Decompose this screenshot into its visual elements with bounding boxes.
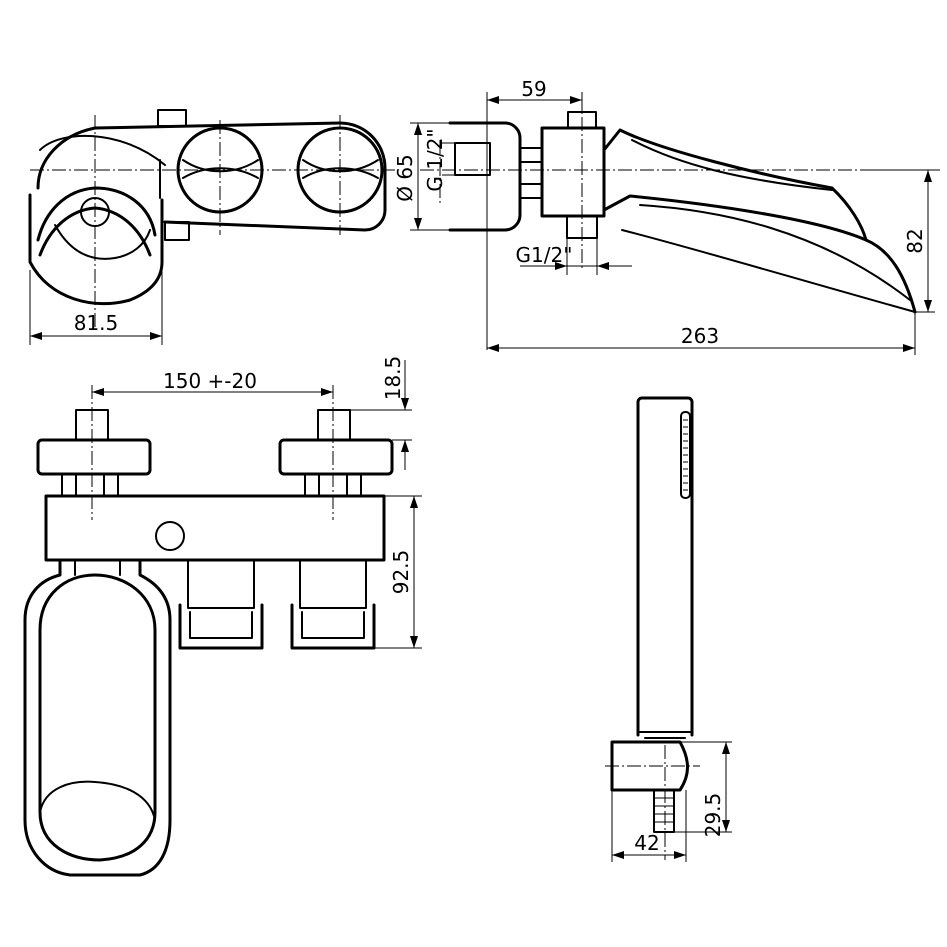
side-view: 59 Ø 65 G 1/2" G1/2" 82 263 — [393, 77, 940, 355]
dim-front-connector: 18.5 — [381, 356, 405, 401]
dim-side-diameter: Ø 65 — [393, 154, 417, 202]
dim-shower-base-width: 42 — [634, 831, 659, 855]
dim-top-view-width: 81.5 — [74, 311, 119, 335]
spray-nozzles — [683, 419, 688, 491]
front-view: 150 +-20 18.5 92.5 — [23, 356, 422, 877]
dim-shower-base-height: 29.5 — [701, 793, 725, 838]
dim-front-centers: 150 +-20 — [163, 369, 257, 393]
dim-side-inlet-spacing: 59 — [521, 77, 546, 101]
dim-side-height: 82 — [903, 228, 927, 253]
dim-front-height: 92.5 — [389, 550, 413, 595]
top-view: 81.5 — [28, 109, 395, 345]
hand-shower-view: 29.5 42 — [605, 396, 732, 862]
dim-side-thread-upper: G 1/2" — [423, 128, 447, 191]
dim-side-thread-lower: G1/2" — [516, 243, 573, 267]
dim-side-length: 263 — [681, 324, 719, 348]
